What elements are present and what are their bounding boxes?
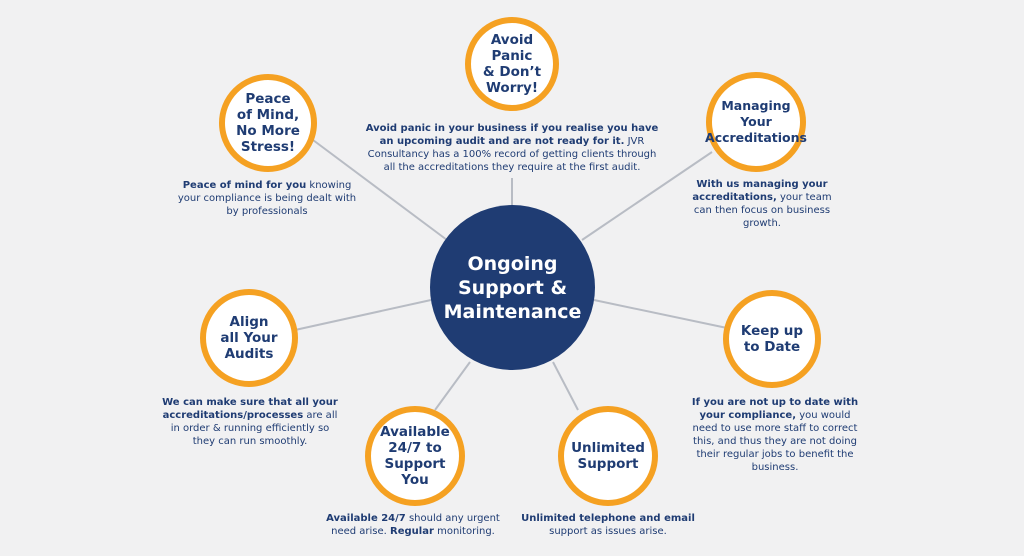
connector-unlimited-support xyxy=(552,361,579,411)
desc-keep-up-to-date: If you are not up to date with your comp… xyxy=(690,396,860,474)
node-align-audits: Align all Your Audits xyxy=(200,289,298,387)
desc-text: support as issues arise. xyxy=(549,526,667,537)
center-hub: Ongoing Support & Maintenance xyxy=(430,205,595,370)
desc-text: should any urgent need arise. xyxy=(331,513,500,537)
node-avoid-panic: Avoid Panic & Don’t Worry! xyxy=(465,17,559,111)
desc-text: are all in order & running efficiently s… xyxy=(170,410,338,447)
node-peace-of-mind: Peace of Mind, No More Stress! xyxy=(219,74,317,172)
node-managing-accreditations: Managing Your Accreditations xyxy=(705,72,807,172)
desc-managing-accreditations: With us managing your accreditations, yo… xyxy=(682,178,842,230)
desc-bold: Unlimited telephone and email xyxy=(521,513,695,524)
desc-text: knowing your compliance is being dealt w… xyxy=(177,180,357,217)
desc-bold: If you are not up to date with your comp… xyxy=(691,397,859,421)
desc-bold-2: Regular xyxy=(390,526,434,537)
desc-available-24-7: Available 24/7 should any urgent need ar… xyxy=(318,512,508,538)
desc-unlimited-support: Unlimited telephone and email support as… xyxy=(508,512,708,538)
desc-text: JVR Consultancy has a 100% record of get… xyxy=(367,136,657,173)
desc-text-2: monitoring. xyxy=(433,526,495,537)
desc-avoid-panic: Avoid panic in your business if you real… xyxy=(364,122,660,174)
connector-peace-of-mind xyxy=(312,139,448,241)
node-keep-up-to-date: Keep up to Date xyxy=(723,290,821,388)
desc-bold: Avoid panic in your business if you real… xyxy=(365,123,659,147)
connector-align-audits xyxy=(294,299,432,331)
desc-align-audits: We can make sure that all your accredita… xyxy=(160,396,340,448)
connector-keep-up-to-date xyxy=(593,299,728,329)
desc-text: your team can then focus on business gro… xyxy=(693,192,832,229)
connector-available-24-7 xyxy=(434,361,471,411)
desc-bold: Peace of mind for you xyxy=(182,180,307,191)
connector-managing-accreditations xyxy=(581,151,713,241)
node-unlimited-support: Unlimited Support xyxy=(558,406,658,506)
desc-bold: We can make sure that all your accredita… xyxy=(162,397,338,421)
node-available-24-7: Available 24/7 to Support You xyxy=(365,406,465,506)
desc-peace-of-mind: Peace of mind for you knowing your compl… xyxy=(172,179,362,218)
desc-text: you would need to use more staff to corr… xyxy=(692,410,858,473)
desc-bold: Available 24/7 xyxy=(326,513,406,524)
desc-bold: With us managing your accreditations, xyxy=(692,179,828,203)
